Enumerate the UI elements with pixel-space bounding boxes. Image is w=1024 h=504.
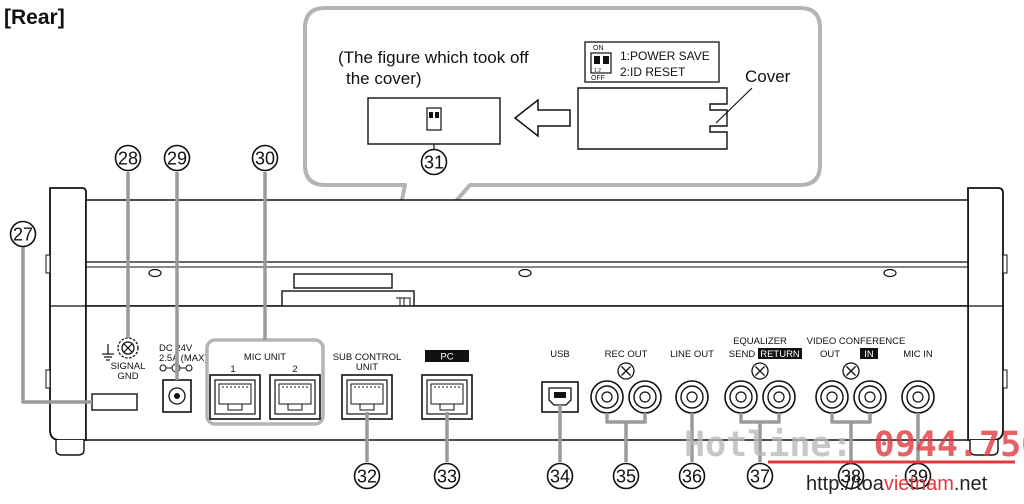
- watermark-url: http://toavietnam.net: [806, 473, 988, 495]
- svg-text:33: 33: [437, 467, 457, 487]
- mic-unit-2-label: 2: [292, 364, 297, 375]
- mic-in-label: MIC IN: [903, 349, 933, 360]
- mic-in-jack[interactable]: [901, 380, 935, 414]
- video-conference-label: VIDEO CONFERENCE: [807, 336, 906, 347]
- mic-unit-label: MIC UNIT: [244, 352, 286, 363]
- ground-icon: [102, 344, 114, 361]
- svg-text:38: 38: [841, 467, 861, 487]
- callout-37: 37: [746, 462, 774, 490]
- callout-29: 29: [163, 144, 191, 172]
- svg-text:36: 36: [682, 467, 702, 487]
- signal-gnd-label-2: GND: [117, 371, 138, 382]
- switch-on-label: ON: [593, 45, 604, 52]
- callout-34: 34: [546, 462, 574, 490]
- callout-27: 27: [9, 220, 37, 248]
- callout-28: 28: [114, 144, 142, 172]
- svg-text:35: 35: [616, 467, 636, 487]
- callout-32: 32: [353, 462, 381, 490]
- callout-31: 31: [420, 148, 448, 176]
- video-conference-in-jack[interactable]: [853, 380, 887, 414]
- signal-gnd-label-1: SIGNAL: [111, 361, 146, 372]
- svg-text:32: 32: [357, 467, 377, 487]
- svg-text:37: 37: [750, 467, 770, 487]
- rec-out-label: REC OUT: [605, 349, 648, 360]
- signal-gnd-terminal-icon: [117, 337, 139, 359]
- video-conference-out-jack[interactable]: [815, 380, 849, 414]
- sub-control-label-2: UNIT: [356, 362, 378, 373]
- video-conference-in-label: IN: [864, 349, 874, 360]
- mic-unit-1-port[interactable]: [209, 374, 261, 420]
- svg-text:29: 29: [167, 149, 187, 169]
- sub-control-label-1: SUB CONTROL: [333, 352, 402, 363]
- device-body: [45, 187, 1008, 456]
- switch-digits: 1 2: [594, 68, 601, 74]
- watermark-hotline: Hotline: 0944.750.037: [684, 425, 1024, 465]
- rec-out-screw-icon: [617, 362, 635, 380]
- rec-out-left-jack[interactable]: [590, 380, 624, 414]
- mic-unit-1-label: 1: [230, 364, 235, 375]
- usb-label: USB: [550, 349, 570, 360]
- cover-label: Cover: [745, 67, 791, 86]
- line-out-label: LINE OUT: [670, 349, 714, 360]
- callout-36: 36: [678, 462, 706, 490]
- callout-35: 35: [612, 462, 640, 490]
- svg-text:31: 31: [424, 153, 444, 173]
- callout-30: 30: [251, 144, 279, 172]
- video-conference-screw-icon: [842, 362, 860, 380]
- svg-text:34: 34: [550, 467, 570, 487]
- pc-label: PC: [440, 352, 453, 363]
- svg-text:30: 30: [255, 149, 275, 169]
- label-slot: [91, 393, 138, 411]
- callout-39: 39: [904, 462, 932, 490]
- cover-illustration: [577, 87, 728, 150]
- equalizer-label: EQUALIZER: [733, 336, 787, 347]
- equalizer-send-label: SEND: [729, 349, 756, 360]
- video-conference-in-box: [860, 348, 878, 359]
- equalizer-return-label: RETURN: [760, 349, 800, 360]
- watermark-url-mid: vietnam: [884, 473, 954, 495]
- equalizer-screw-icon: [751, 362, 769, 380]
- watermark-url-prefix: http://toa: [806, 473, 885, 495]
- mic-unit-2-port[interactable]: [269, 374, 321, 420]
- dc-power-jack[interactable]: [162, 379, 192, 413]
- svg-text:28: 28: [118, 149, 138, 169]
- switch-off-label: OFF: [591, 75, 605, 82]
- switch-legend-id-reset: 2:ID RESET: [620, 65, 686, 79]
- leader-lines: [21, 172, 920, 462]
- dip-switch-icon: [590, 52, 612, 74]
- svg-text:39: 39: [908, 467, 928, 487]
- video-conference-out-label: OUT: [820, 349, 840, 360]
- inset-caption-line2: the cover): [346, 69, 422, 88]
- rec-out-right-jack[interactable]: [628, 380, 662, 414]
- dip-switch-small-icon: [426, 107, 442, 131]
- switch-legend-power-save: 1:POWER SAVE: [620, 49, 710, 63]
- watermark-url-suffix: .net: [954, 473, 988, 495]
- callout-33: 33: [433, 462, 461, 490]
- dc-label-2: 2.5A (MAX): [159, 353, 208, 364]
- pc-label-box: [425, 350, 469, 362]
- equalizer-send-jack[interactable]: [724, 380, 758, 414]
- svg-text:27: 27: [13, 225, 33, 245]
- line-out-jack[interactable]: [675, 380, 709, 414]
- inset-caption-line1: (The figure which took off: [338, 48, 529, 67]
- page-title: [Rear]: [4, 6, 65, 29]
- left-arrow-icon: [513, 98, 571, 138]
- equalizer-return-box: [758, 348, 802, 359]
- equalizer-return-jack[interactable]: [762, 380, 796, 414]
